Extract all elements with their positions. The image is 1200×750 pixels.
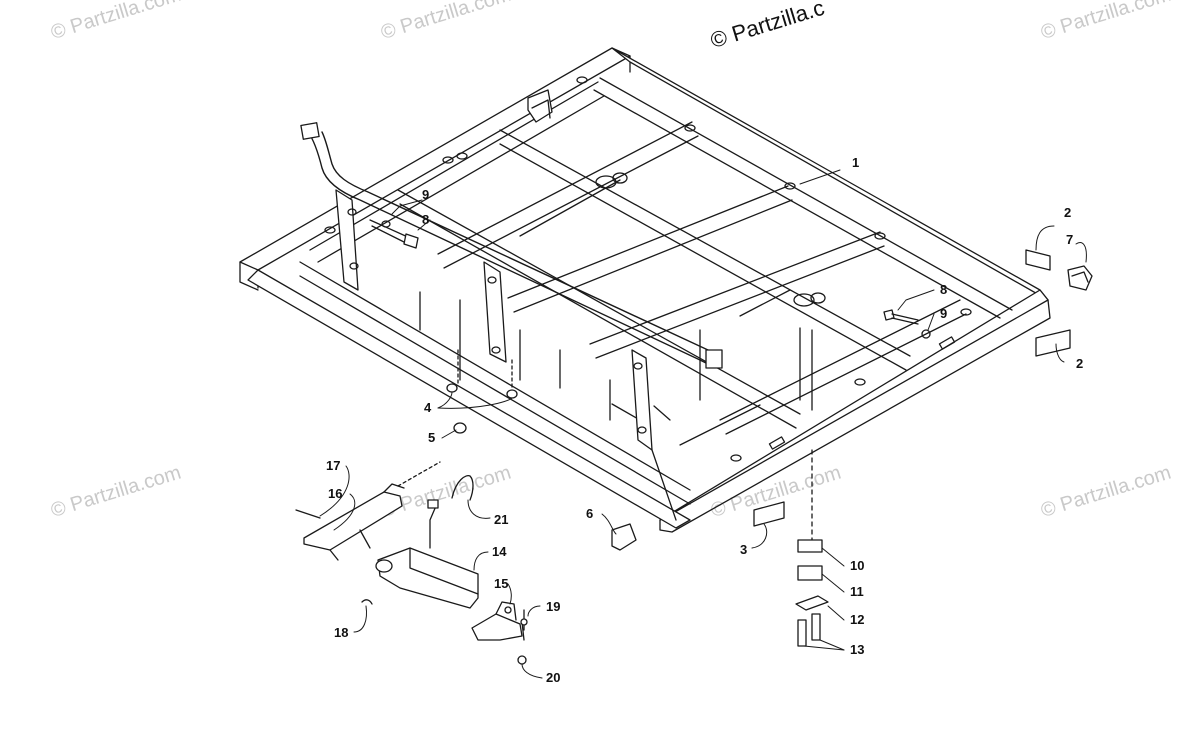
callout-7: 7 (1066, 232, 1073, 247)
strap (451, 474, 474, 501)
callout-19: 19 (546, 599, 560, 614)
side-rail (300, 122, 723, 521)
bolt-left (369, 219, 419, 249)
callout-3: 3 (740, 542, 747, 557)
callout-14: 14 (492, 544, 507, 559)
callout-2-top: 2 (1064, 205, 1071, 220)
callout-12: 12 (850, 612, 864, 627)
callout-4: 4 (424, 400, 432, 415)
callout-2-bottom: 2 (1076, 356, 1083, 371)
mount-bracket (295, 461, 441, 561)
end-cap-left (611, 523, 637, 551)
callout-10: 10 (850, 558, 864, 573)
rack-frame (239, 47, 1051, 533)
callout-13: 13 (850, 642, 864, 657)
end-cap-right (1067, 265, 1093, 291)
callout-9-left: 9 (422, 187, 429, 202)
callout-21: 21 (494, 512, 508, 527)
wire-clip (361, 599, 373, 605)
clamp-assembly (795, 449, 829, 647)
callout-20: 20 (546, 670, 560, 685)
light-bracket (471, 601, 525, 641)
callout-9-right: 9 (940, 306, 947, 321)
callout-6: 6 (586, 506, 593, 521)
callout-17: 17 (326, 458, 340, 473)
callout-15: 15 (494, 576, 508, 591)
callout-1: 1 (852, 155, 859, 170)
callout-8-left: 8 (422, 212, 429, 227)
callout-5: 5 (428, 430, 435, 445)
callout-11: 11 (850, 584, 864, 599)
screw-and-nut (517, 609, 528, 665)
callout-18: 18 (334, 625, 348, 640)
callout-8-right: 8 (940, 282, 947, 297)
bolt-right (883, 309, 931, 339)
label-decal-bottom (1035, 329, 1071, 357)
reflector (753, 501, 785, 527)
label-decal-top (1025, 249, 1051, 271)
callout-16: 16 (328, 486, 342, 501)
light-housing (375, 499, 479, 609)
